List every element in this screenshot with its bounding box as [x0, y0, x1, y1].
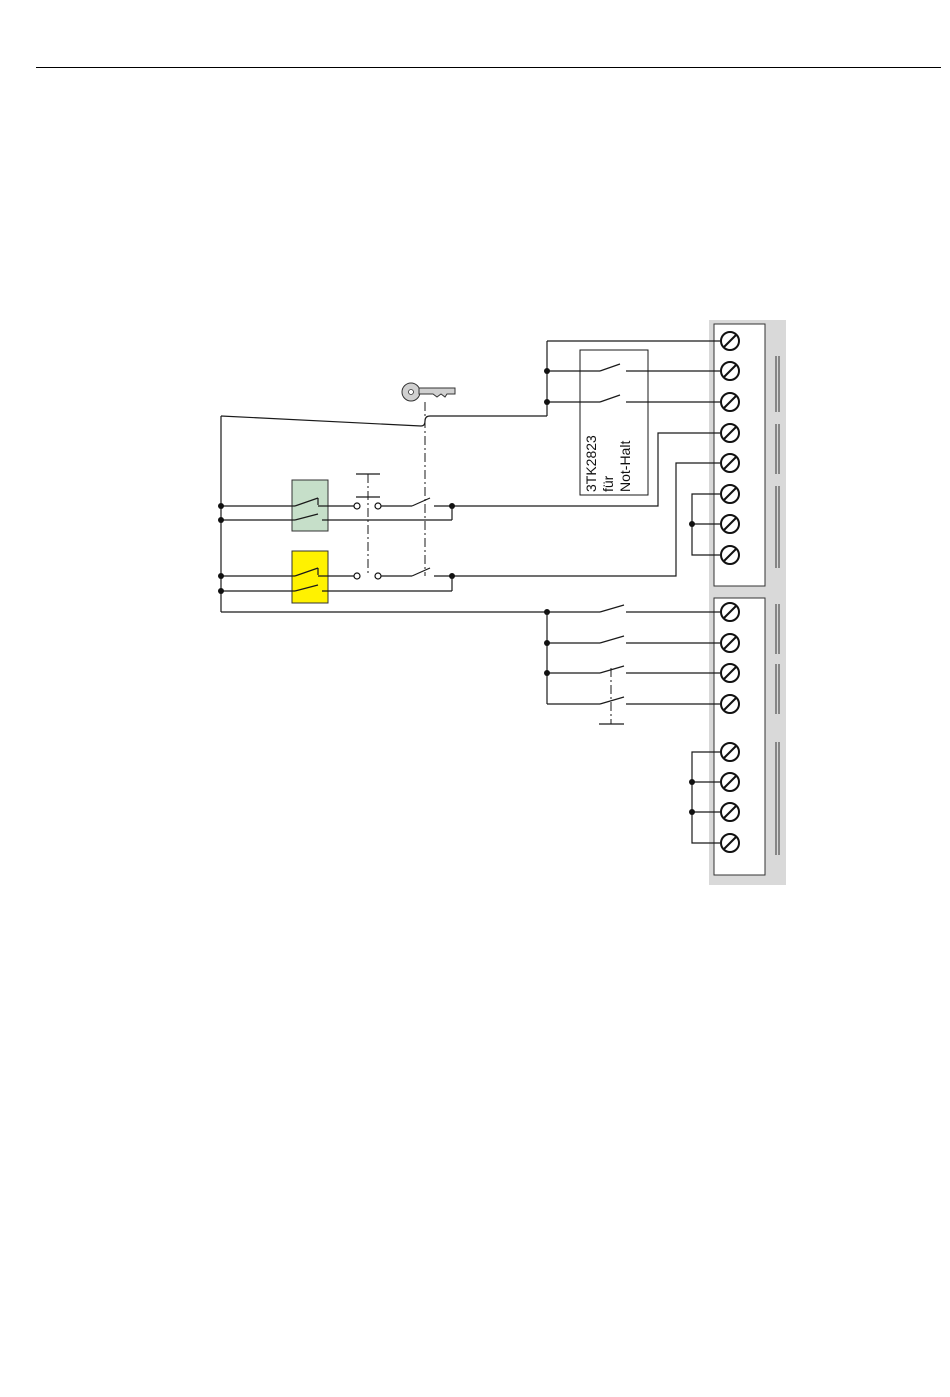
screw-terminal-icon [721, 695, 739, 713]
screw-terminal-icon [721, 454, 739, 472]
screw-terminal-icon [721, 546, 739, 564]
module-label-line-2: für [600, 475, 616, 492]
screw-terminal-icon [721, 515, 739, 533]
screw-terminal-icon [721, 332, 739, 350]
key-icon [402, 383, 455, 401]
channel-2b-circuit [218, 576, 452, 594]
screw-terminal-icon [721, 393, 739, 411]
module-contacts [547, 364, 721, 402]
pushbutton-linkage [356, 474, 380, 576]
yellow-button-block [292, 551, 328, 603]
screw-terminal-icon [721, 834, 739, 852]
channel-1-circuit [218, 498, 455, 509]
screw-terminal-icon [721, 743, 739, 761]
screw-terminal-icon [721, 362, 739, 380]
screw-terminal-icon [721, 773, 739, 791]
safety-module-label: 3TK2823 für Not-Halt [583, 435, 633, 492]
module-label-line-3: Not-Halt [617, 441, 633, 492]
screw-terminal-icon [721, 634, 739, 652]
channel-1b-circuit [218, 506, 452, 523]
terminal-strip-upper [714, 324, 765, 586]
screw-terminal-icon [721, 424, 739, 442]
screw-terminal-icon [721, 485, 739, 503]
screw-terminal-icon [721, 803, 739, 821]
channel-2-circuit [218, 568, 455, 579]
module-label-line-1: 3TK2823 [583, 435, 599, 492]
screw-terminal-icon [721, 603, 739, 621]
lower-bus-wiring [221, 605, 721, 724]
screw-terminal-icon [721, 664, 739, 682]
